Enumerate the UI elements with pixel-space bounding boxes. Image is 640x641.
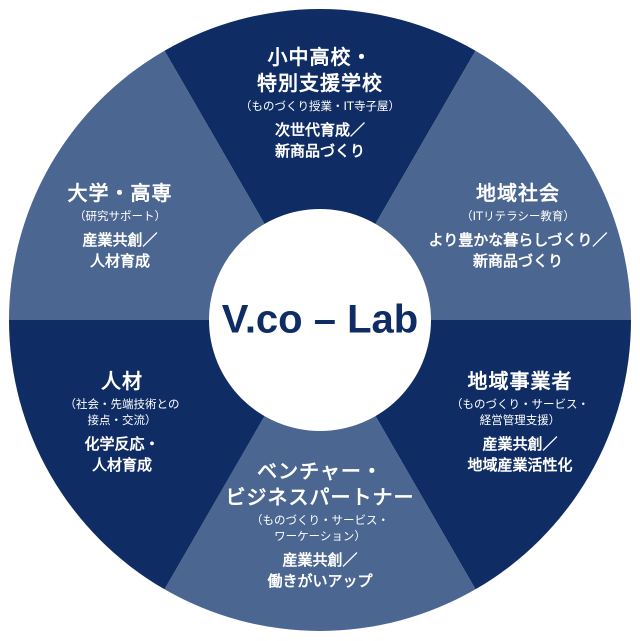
segment-title: 小中高校・ — [267, 45, 373, 69]
segment-subtitle: （ものづくり授業・IT寺子屋） — [240, 99, 400, 113]
segment-text-talent: 人材 （社会・先端技術との 接点・交流） 化学反応・ 人材育成 — [65, 368, 180, 476]
segment-subtitle: 経営管理支援） — [479, 413, 561, 427]
segment-body: 働きがいアップ — [267, 572, 373, 590]
segment-text-community: 地域社会 （ITリテラシー教育） より豊かな暮らしづくり／ 新商品づくり — [429, 180, 608, 272]
segment-subtitle: （ものづくり・サービス・ — [451, 397, 589, 411]
center-circle — [209, 209, 431, 431]
segment-body: 産業共創／ — [482, 435, 558, 453]
segment-title: 地域社会 — [476, 181, 560, 205]
segment-text-schools: 小中高校・ 特別支援学校 （ものづくり授業・IT寺子屋） 次世代育成／ 新商品づ… — [240, 44, 400, 162]
segment-body: 次世代育成／ — [274, 121, 366, 139]
segment-body: 産業共創／ — [82, 231, 158, 249]
segment-subtitle: （ITリテラシー教育） — [461, 209, 575, 223]
segment-text-venture: ベンチャー・ ビジネスパートナー （ものづくり・サービス・ ワーケーション） 産… — [226, 458, 415, 592]
segment-title: ベンチャー・ — [257, 459, 383, 483]
center-label: V.co – Lab — [221, 297, 419, 342]
segment-subtitle: 接点・交流） — [87, 413, 157, 427]
segment-subtitle: （社会・先端技術との — [64, 397, 180, 411]
segment-body: 地域産業活性化 — [467, 456, 573, 474]
segment-body: 化学反応・ — [84, 435, 160, 453]
segment-body: 産業共創／ — [282, 551, 358, 569]
segment-subtitle: （ものづくり・サービス・ — [251, 513, 389, 527]
segment-subtitle: （研究サポート） — [74, 209, 166, 223]
segment-body: より豊かな暮らしづくり／ — [428, 231, 608, 249]
segment-title: ビジネスパートナー — [225, 485, 415, 509]
segment-body: 新商品づくり — [274, 142, 366, 160]
segment-subtitle: ワーケーション） — [274, 529, 366, 543]
segment-venture — [164, 320, 476, 631]
segment-title: 人材 — [100, 369, 143, 393]
segment-schools — [164, 9, 476, 321]
segment-text-university: 大学・高専 （研究サポート） 産業共創／ 人材育成 — [68, 180, 173, 272]
segment-title: 地域事業者 — [467, 369, 573, 393]
segment-title: 特別支援学校 — [256, 71, 383, 95]
segment-title: 大学・高専 — [67, 181, 173, 205]
segment-body: 新商品づくり — [472, 252, 563, 270]
segment-body: 人材育成 — [91, 456, 153, 474]
segment-body: 人材育成 — [89, 252, 150, 270]
segment-text-local-business: 地域事業者 （ものづくり・サービス・ 経営管理支援） 産業共創／ 地域産業活性化 — [451, 368, 589, 476]
